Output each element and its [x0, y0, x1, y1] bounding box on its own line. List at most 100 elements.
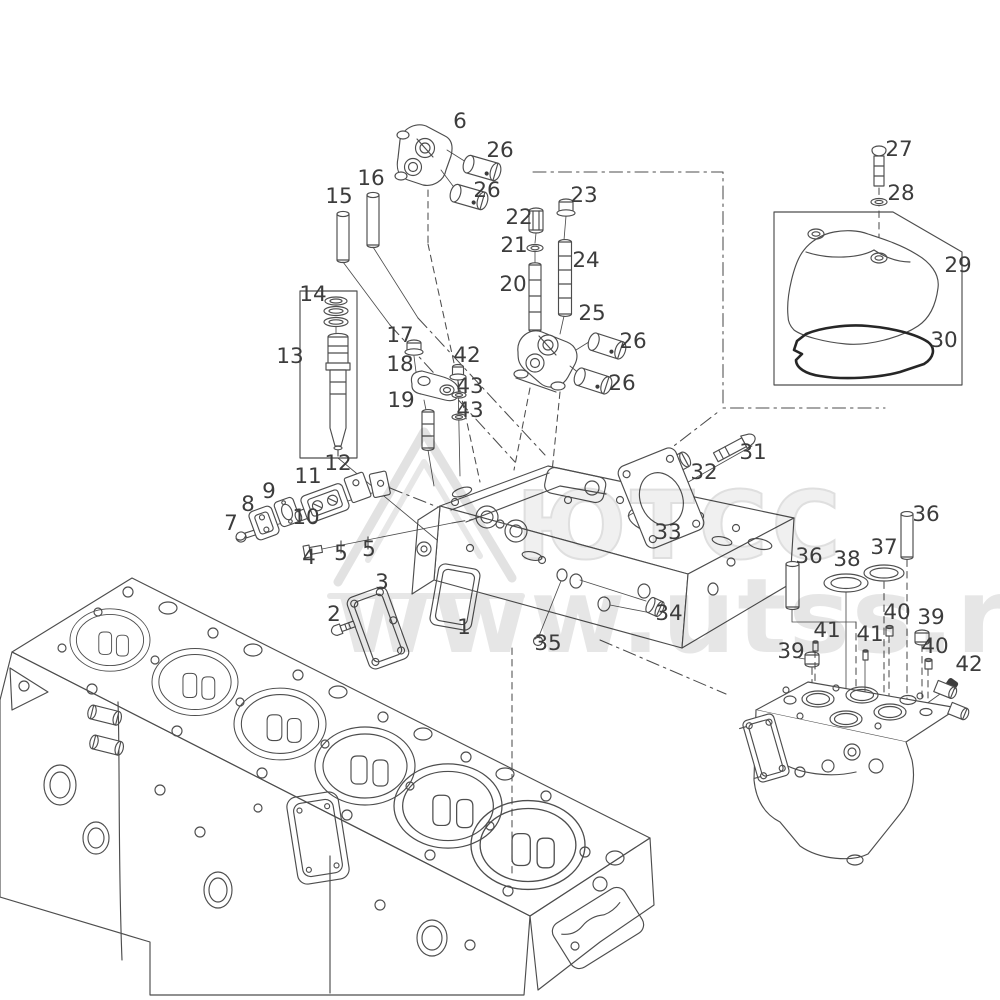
callout-25: 25 [578, 301, 605, 326]
callout-26: 26 [619, 329, 646, 354]
callout-28: 28 [887, 181, 914, 206]
callout-24: 24 [572, 248, 599, 273]
callout-36: 36 [795, 544, 822, 569]
watermark: ЮТСС www.utss.ru [327, 427, 1000, 677]
plug-34 [579, 579, 665, 618]
callout-5: 5 [334, 541, 348, 566]
tube-36-right [900, 511, 914, 701]
callout-26: 26 [608, 371, 635, 396]
callout-32: 32 [690, 460, 717, 485]
cylinder-head-main [411, 465, 795, 649]
tube-36-left [785, 560, 857, 699]
callout-10: 10 [292, 505, 319, 530]
group-42-43 [449, 363, 467, 477]
callout-33: 33 [654, 520, 681, 545]
callout-41: 41 [813, 618, 840, 643]
callout-42: 42 [453, 343, 480, 368]
block-8 [248, 505, 280, 541]
seat-ring-37 [863, 564, 905, 703]
callout-3: 3 [375, 570, 389, 595]
small-cylinder-head [739, 679, 970, 866]
callout-26: 26 [473, 178, 500, 203]
small-head-side-plate [739, 713, 790, 783]
callout-31: 31 [739, 440, 766, 465]
callout-9: 9 [262, 479, 276, 504]
callout-14: 14 [299, 282, 326, 307]
callout-16: 16 [357, 166, 384, 191]
callout-20: 20 [499, 272, 526, 297]
callout-37: 37 [870, 535, 897, 560]
bolt-27 [871, 145, 887, 187]
callout-19: 19 [387, 388, 414, 413]
bracket-25 [513, 330, 578, 393]
washer-21 [526, 243, 544, 253]
callout-35: 35 [534, 631, 561, 656]
group-31-33 [617, 433, 756, 549]
callout-40: 40 [883, 600, 910, 625]
callout-38: 38 [833, 547, 860, 572]
callout-8: 8 [241, 492, 255, 517]
callout-13: 13 [276, 344, 303, 369]
washer-28 [870, 197, 888, 207]
injector-13 [325, 332, 351, 457]
callout-30: 30 [930, 328, 957, 353]
small-head-assembly [739, 511, 970, 866]
callout-5: 5 [362, 537, 376, 562]
callout-39: 39 [917, 605, 944, 630]
callout-15: 15 [325, 184, 352, 209]
callout-27: 27 [885, 137, 912, 162]
group-7-12 [235, 470, 391, 543]
seal-rings-14 [323, 296, 349, 335]
callout-21: 21 [500, 233, 527, 258]
bolt-4 [302, 544, 324, 559]
callout-6: 6 [453, 109, 467, 134]
callout-43: 43 [456, 374, 483, 399]
bracket-6 [394, 124, 453, 186]
bolt-31 [712, 433, 756, 463]
callout-2: 2 [327, 602, 341, 627]
block-front-face [9, 667, 476, 994]
callout-36: 36 [912, 502, 939, 527]
tube-16 [366, 191, 380, 249]
callout-11: 11 [294, 464, 321, 489]
stud-24 [557, 239, 573, 317]
valve-cover-29 [787, 228, 939, 345]
nut-23 [556, 198, 576, 217]
watermark-brand: ЮТСС [516, 472, 844, 581]
callout-40: 40 [921, 634, 948, 659]
callout-17: 17 [386, 323, 413, 348]
watermark-logo-triangle [333, 427, 517, 587]
callout-4: 4 [302, 545, 316, 570]
seat-ring-38 [823, 573, 869, 701]
plug-40-lower [924, 657, 933, 699]
gasket-9 [273, 496, 301, 528]
callout-18: 18 [386, 352, 413, 377]
callout-43: 43 [456, 398, 483, 423]
bolt-42 [449, 363, 467, 381]
nut-17 [404, 339, 424, 356]
callout-34: 34 [655, 601, 682, 626]
bolt-2 [330, 620, 356, 637]
bushings-26-top [440, 149, 502, 211]
stud-20 [528, 262, 542, 333]
callout-7: 7 [224, 511, 238, 536]
injector-box-13 [299, 290, 438, 541]
gasket-30 [792, 324, 935, 380]
callout-12: 12 [324, 451, 351, 476]
callout-39: 39 [777, 639, 804, 664]
bracket-12 [343, 470, 391, 504]
callout-23: 23 [570, 183, 597, 208]
detail-box-29 [773, 211, 963, 386]
callout-42: 42 [955, 652, 982, 677]
tube-15 [336, 210, 350, 264]
callout-29: 29 [944, 253, 971, 278]
plate-33 [617, 447, 705, 549]
valve-cover-detail [773, 145, 963, 386]
callout-22: 22 [505, 205, 532, 230]
block-end-face [551, 876, 645, 970]
watermark-url: www.utss.ru [336, 557, 1000, 677]
callout-41: 41 [856, 622, 883, 647]
